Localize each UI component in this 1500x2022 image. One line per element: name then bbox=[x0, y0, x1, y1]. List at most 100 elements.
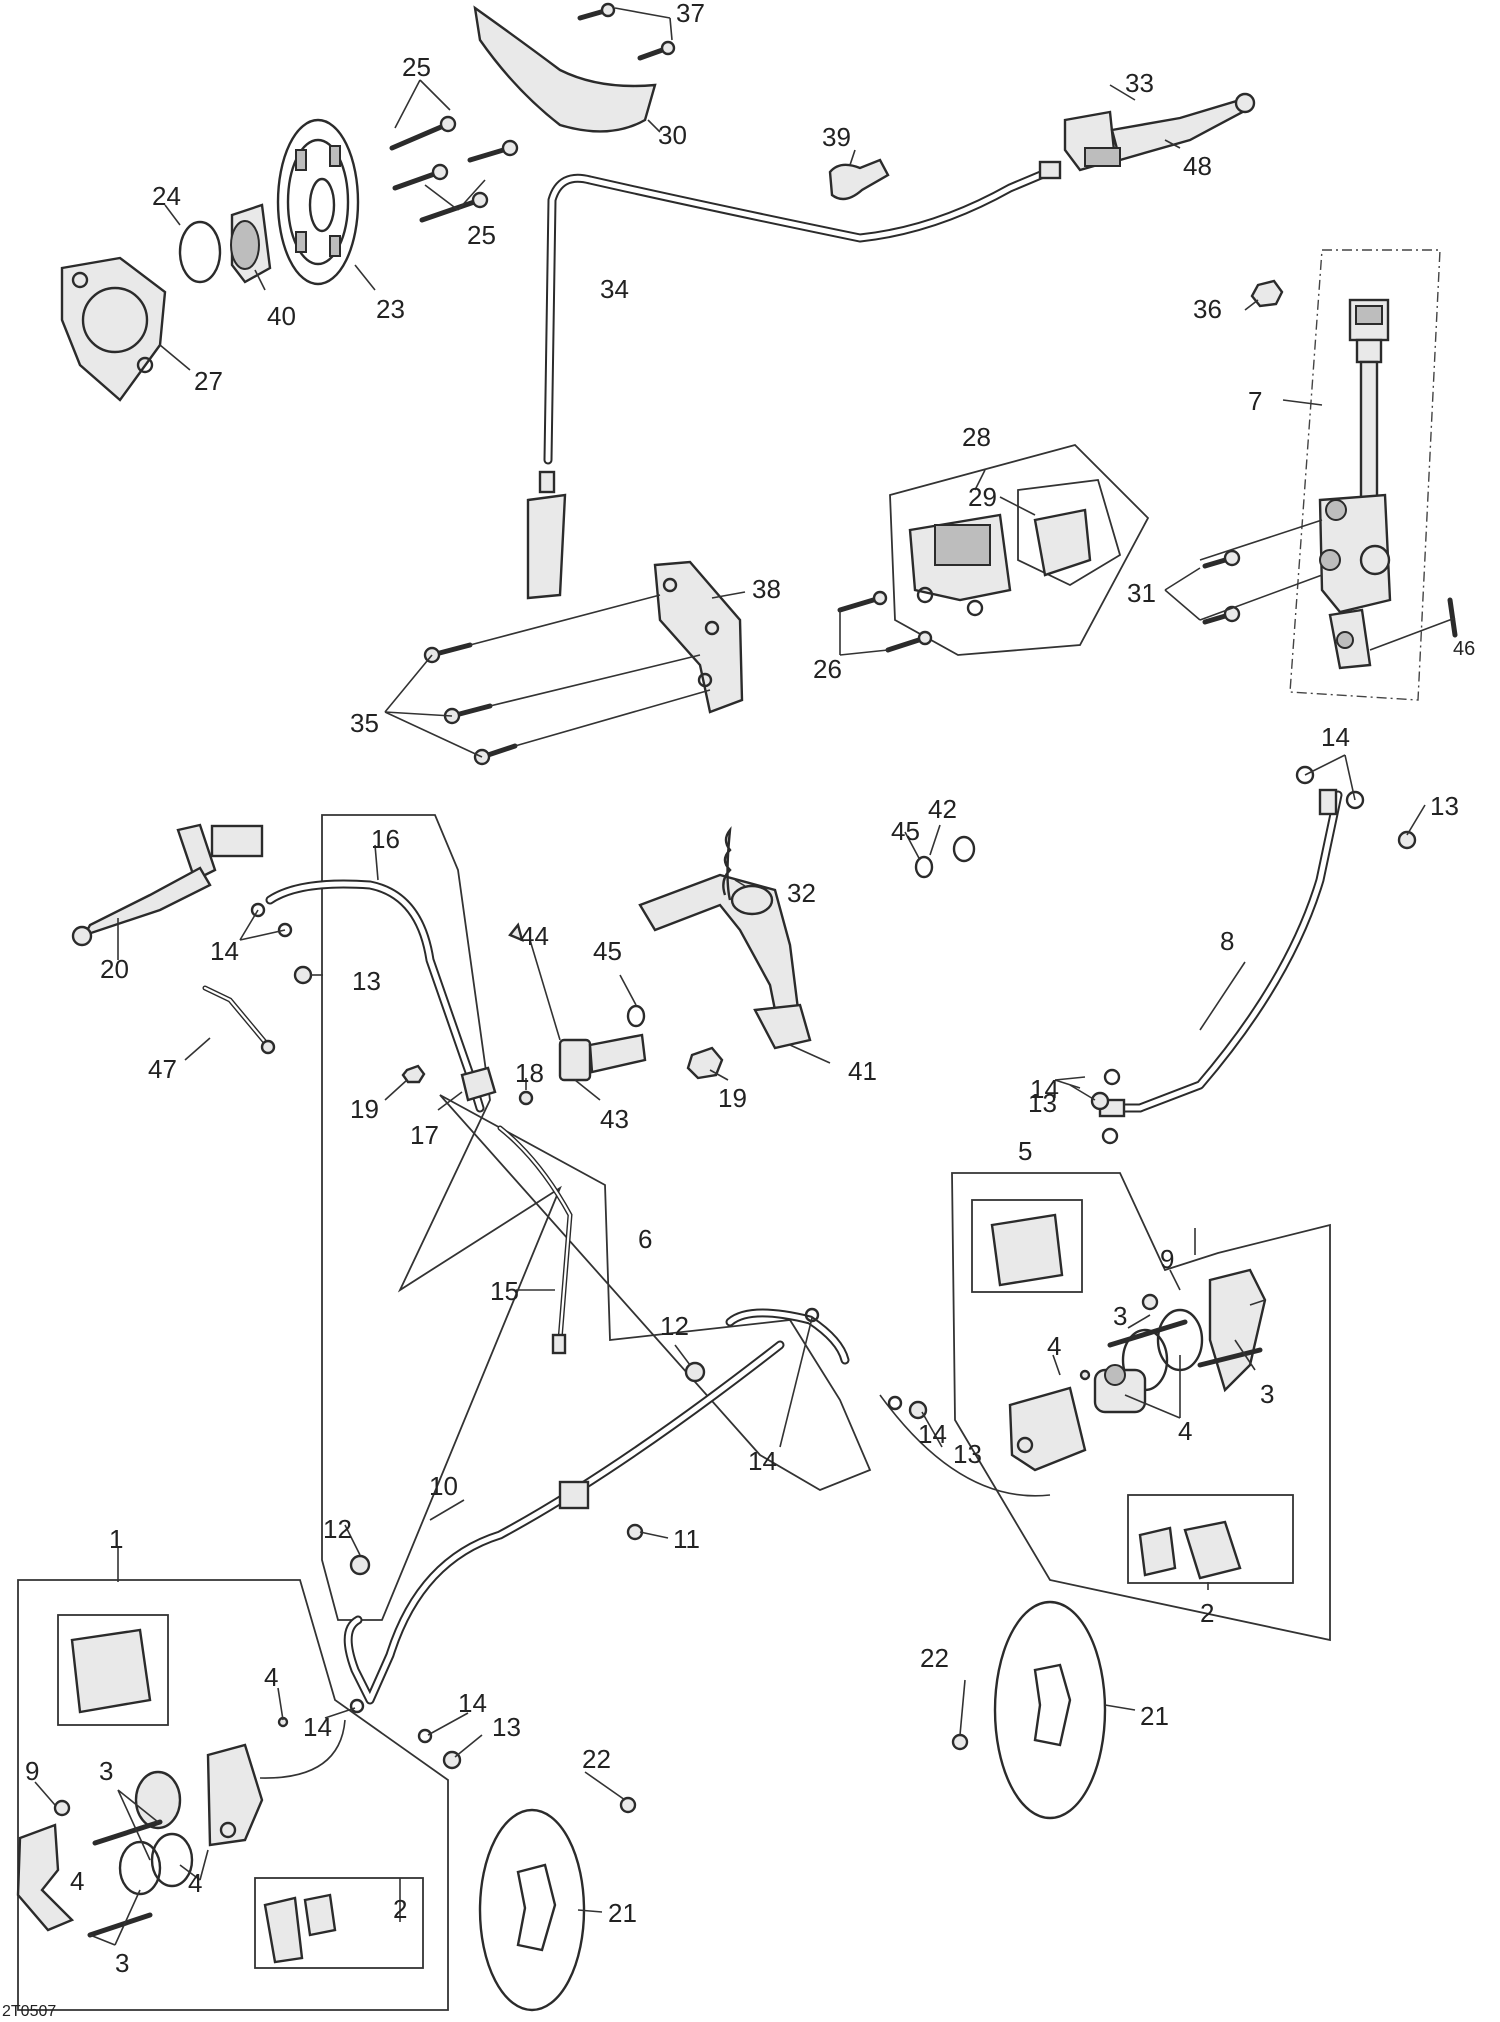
junction-block-11 bbox=[558, 1480, 644, 1541]
guard-screws-37 bbox=[577, 2, 676, 61]
callout-c17: 17 bbox=[410, 1120, 439, 1150]
callout-c4e: 4 bbox=[188, 1868, 202, 1898]
banjo-bolt-13-rear-bottom bbox=[1090, 1091, 1110, 1111]
callout-c44: 44 bbox=[520, 921, 549, 951]
callout-c43: 43 bbox=[600, 1104, 629, 1134]
line-connector-17 bbox=[460, 1066, 497, 1102]
pivot-bolt-43 bbox=[558, 1033, 647, 1082]
caliper-bolts-26 bbox=[837, 590, 933, 653]
callout-c39: 39 bbox=[822, 122, 851, 152]
rear-hose-8 bbox=[1098, 788, 1343, 1118]
clevis-hole bbox=[1336, 631, 1354, 649]
disc-screw-22-right bbox=[951, 1733, 969, 1751]
clip-12-lower bbox=[349, 1554, 371, 1576]
port-2 bbox=[1319, 549, 1341, 571]
reservoir-neck bbox=[1355, 338, 1383, 364]
callout-c19b: 19 bbox=[718, 1083, 747, 1113]
brake-pads-29 bbox=[1033, 508, 1092, 577]
callout-c13e: 13 bbox=[492, 1712, 521, 1742]
callout-c18: 18 bbox=[515, 1058, 544, 1088]
callout-c42: 42 bbox=[928, 794, 957, 824]
callout-c25a: 25 bbox=[402, 52, 431, 82]
callout-c4b: 4 bbox=[1178, 1416, 1192, 1446]
callout-c3b: 3 bbox=[1260, 1379, 1274, 1409]
callout-c21b: 21 bbox=[608, 1898, 637, 1928]
support-hole-2 bbox=[136, 356, 154, 374]
callout-c14e: 14 bbox=[918, 1419, 947, 1449]
disc-bolts-25 bbox=[389, 115, 519, 223]
front-right-caliper-5 bbox=[971, 1199, 1294, 1584]
callout-c45a: 45 bbox=[891, 816, 920, 846]
group-boxes bbox=[17, 249, 1441, 2011]
brake-disc-23 bbox=[276, 118, 360, 286]
bracket-bolts-35 bbox=[423, 642, 518, 766]
callout-c47: 47 bbox=[148, 1054, 177, 1084]
diagram-code: 2T0507 bbox=[2, 2003, 56, 2020]
brake-pad-subgroup-box bbox=[1017, 479, 1122, 587]
brake-switch-47 bbox=[202, 985, 276, 1055]
cable-end bbox=[1038, 160, 1062, 180]
nut-19-center bbox=[686, 1046, 724, 1080]
callout-c26: 26 bbox=[813, 654, 842, 684]
line6-group-box bbox=[439, 1094, 872, 1491]
support-hole bbox=[71, 271, 89, 289]
disc-inner-ring bbox=[286, 138, 350, 266]
brake-line-to-right-caliper bbox=[879, 1394, 1051, 1497]
callout-c45b: 45 bbox=[593, 936, 622, 966]
callout-c37: 37 bbox=[676, 0, 705, 28]
washer-45-right bbox=[914, 855, 934, 879]
disc-center-hole bbox=[308, 177, 336, 233]
callout-c9b: 9 bbox=[25, 1756, 39, 1786]
callout-c36: 36 bbox=[1193, 294, 1222, 324]
brake-line-10 bbox=[343, 1340, 785, 1705]
banjo-bolt-13-front bbox=[293, 965, 313, 985]
callout-c22a: 22 bbox=[920, 1643, 949, 1673]
callout-c14b: 14 bbox=[210, 936, 239, 966]
hose-fitting-top bbox=[1318, 788, 1338, 816]
disc-vent-2 bbox=[329, 145, 341, 167]
rear-brake-lever-33-48 bbox=[1063, 92, 1256, 172]
callout-c30: 30 bbox=[658, 120, 687, 150]
front-left-caliper-1 bbox=[16, 1614, 424, 1969]
callout-c34: 34 bbox=[600, 274, 629, 304]
master-cylinder-bolts-31 bbox=[1202, 549, 1241, 625]
rear-caliper-28 bbox=[908, 513, 1012, 617]
callout-c7: 7 bbox=[1248, 386, 1262, 416]
screw-18 bbox=[518, 1090, 534, 1106]
brake-pedal-41 bbox=[638, 873, 812, 1050]
callout-c32: 32 bbox=[787, 878, 816, 908]
disc-vent-4 bbox=[329, 235, 341, 257]
callout-c14a: 14 bbox=[1321, 722, 1350, 752]
nut-19-left bbox=[401, 1064, 426, 1084]
bracket-38 bbox=[653, 560, 744, 714]
callout-c4c: 4 bbox=[264, 1662, 278, 1692]
callout-c13d: 13 bbox=[953, 1439, 982, 1469]
master-cylinder-7 bbox=[1318, 298, 1392, 670]
callout-c33: 33 bbox=[1125, 68, 1154, 98]
washer-45-left bbox=[626, 1004, 646, 1028]
callout-c15: 15 bbox=[490, 1276, 519, 1306]
brake-line-15 bbox=[497, 1125, 573, 1355]
rear-disc-assembly bbox=[60, 2, 676, 402]
o-ring-24 bbox=[178, 220, 222, 284]
callout-c46: 46 bbox=[1453, 638, 1475, 660]
callout-c1: 1 bbox=[109, 1524, 123, 1554]
callout-c13a: 13 bbox=[1430, 791, 1459, 821]
front-disc-21-right bbox=[993, 1600, 1107, 1820]
callout-c28: 28 bbox=[962, 422, 991, 452]
callout-c23: 23 bbox=[376, 294, 405, 324]
callout-c2b: 2 bbox=[393, 1894, 407, 1924]
nut-36 bbox=[1250, 279, 1284, 308]
callout-c13b: 13 bbox=[352, 966, 381, 996]
callout-c21a: 21 bbox=[1140, 1701, 1169, 1731]
front-left-caliper-group-box bbox=[17, 1579, 449, 2011]
callout-c31: 31 bbox=[1127, 578, 1156, 608]
clip-12-upper bbox=[684, 1361, 706, 1383]
callout-c6: 6 bbox=[638, 1224, 652, 1254]
callout-c8: 8 bbox=[1220, 926, 1234, 956]
callout-c12b: 12 bbox=[323, 1514, 352, 1544]
callout-c38: 38 bbox=[752, 574, 781, 604]
cable-eye-loop bbox=[526, 493, 567, 600]
callout-c4d: 4 bbox=[70, 1866, 84, 1896]
